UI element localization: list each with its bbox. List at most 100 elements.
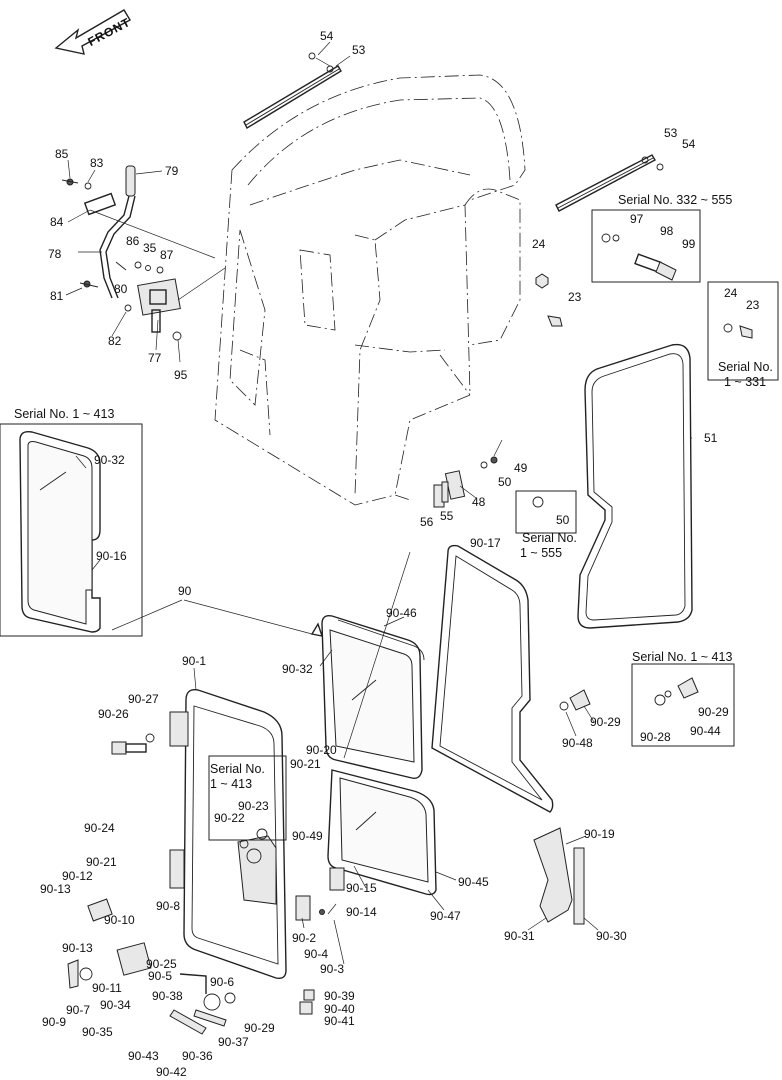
window-latch-serial-box [591, 209, 701, 283]
stopper-23-24 [535, 273, 779, 381]
part-label: 90 [178, 584, 192, 598]
part-label: 82 [108, 334, 122, 348]
serial-label-door-stopper: Serial No. 1 ~ 413 [632, 650, 732, 664]
serial-label-lock-range: 1 ~ 413 [210, 777, 252, 791]
part-label: 90-16 [96, 549, 127, 563]
lock-hardware [67, 898, 325, 1035]
part-label: 90-28 [640, 730, 671, 744]
part-label: 90-29 [244, 1021, 275, 1035]
part-label: 53 [352, 43, 366, 57]
part-label: 80 [114, 282, 128, 296]
part-label: 90-48 [562, 736, 593, 750]
part-label: 90-27 [128, 692, 159, 706]
front-direction-arrow: FRONT [54, 9, 133, 55]
part-label: 97 [630, 212, 644, 226]
part-label: 90-31 [504, 929, 535, 943]
part-label: 90-26 [98, 707, 129, 721]
part-label: 90-3 [320, 962, 344, 976]
lower-glass-90-45 [327, 769, 437, 896]
part-label: 83 [90, 156, 104, 170]
part-label: 90-45 [458, 875, 489, 889]
serial-label-washer-range: 1 ~ 555 [520, 546, 562, 560]
part-label: 24 [724, 286, 738, 300]
serial-label-332-555: Serial No. 332 ~ 555 [618, 193, 732, 207]
part-label: 95 [174, 368, 188, 382]
part-label: 90-35 [82, 1025, 113, 1039]
part-label: 90-7 [66, 1003, 90, 1017]
part-label: 90-2 [292, 931, 316, 945]
part-label: 90-13 [40, 882, 71, 896]
part-label: 79 [165, 164, 179, 178]
part-label: 90-1 [182, 654, 206, 668]
part-label: 90-15 [346, 881, 377, 895]
leader-lines [65, 41, 692, 965]
part-label: 90-23 [238, 799, 269, 813]
part-label: 90-10 [104, 913, 135, 927]
door-stopper-90-29 [559, 663, 735, 747]
part-label: 90-12 [62, 869, 93, 883]
part-label: 90-44 [690, 724, 721, 738]
part-label: 90-11 [92, 981, 122, 995]
serial-label-left-glass: Serial No. 1 ~ 413 [14, 407, 114, 421]
part-label: 90-41 [324, 1014, 355, 1028]
part-label: 90-34 [100, 998, 131, 1012]
part-label: 90-32 [94, 453, 125, 467]
part-label: 90-9 [42, 1015, 66, 1029]
door-seal-90-17 [431, 544, 554, 813]
part-label: 90-29 [590, 715, 621, 729]
part-label: 90-25 [146, 957, 177, 971]
part-label: 87 [160, 248, 174, 262]
part-label: 90-22 [214, 811, 245, 825]
weather-strip-90-31 [533, 827, 585, 925]
part-label: 90-17 [470, 536, 501, 550]
part-label: 84 [50, 215, 64, 229]
part-label: 90-32 [282, 662, 313, 676]
part-label: 85 [55, 147, 69, 161]
part-label: 90-42 [156, 1065, 187, 1079]
part-label: 90-19 [584, 827, 615, 841]
part-label: 54 [320, 29, 334, 43]
cab-frame-outline [214, 74, 526, 506]
part-label: 98 [660, 224, 674, 238]
part-label: 48 [472, 495, 486, 509]
part-label: 99 [682, 237, 696, 251]
part-label: 90-36 [182, 1049, 213, 1063]
part-label: 90-46 [386, 606, 417, 620]
part-label: 86 [126, 234, 140, 248]
serial-label-stopper-range: 1 ~ 331 [724, 375, 766, 389]
part-label: 78 [48, 247, 62, 261]
front-label: FRONT [85, 15, 132, 49]
door-lock-serial-box [208, 755, 287, 849]
part-label: 90-8 [156, 899, 180, 913]
part-label: 90-39 [324, 989, 355, 1003]
part-label: 90-29 [698, 705, 729, 719]
part-label: 90-43 [128, 1049, 159, 1063]
upper-glass-90-32 [321, 614, 425, 780]
part-label: 90-49 [292, 829, 323, 843]
part-label: 23 [568, 290, 582, 304]
part-label: 90-14 [346, 905, 377, 919]
part-label: 56 [420, 515, 434, 529]
part-label: 90-21 [86, 855, 117, 869]
part-label: 53 [664, 126, 678, 140]
part-label: 90-5 [148, 969, 172, 983]
serial-label-stopper: Serial No. [718, 360, 773, 374]
serial-label-washer: Serial No. [522, 531, 577, 545]
part-label: 90-30 [596, 929, 627, 943]
part-label: 23 [746, 298, 760, 312]
part-label: 90-38 [152, 989, 183, 1003]
part-label: 90-6 [210, 975, 234, 989]
part-label: 90-20 [306, 743, 337, 757]
part-label: 51 [704, 431, 718, 445]
part-label: 54 [682, 137, 696, 151]
part-label: 49 [514, 461, 528, 475]
latch-plates-48-56 [433, 456, 577, 534]
part-label: 90-40 [324, 1002, 355, 1016]
top-rail-53 [243, 52, 342, 129]
part-label: 55 [440, 509, 454, 523]
right-window-glass-51 [577, 343, 693, 629]
door-frame-90-1 [169, 689, 311, 980]
part-label: 90-24 [84, 821, 115, 835]
part-label: 50 [498, 475, 512, 489]
